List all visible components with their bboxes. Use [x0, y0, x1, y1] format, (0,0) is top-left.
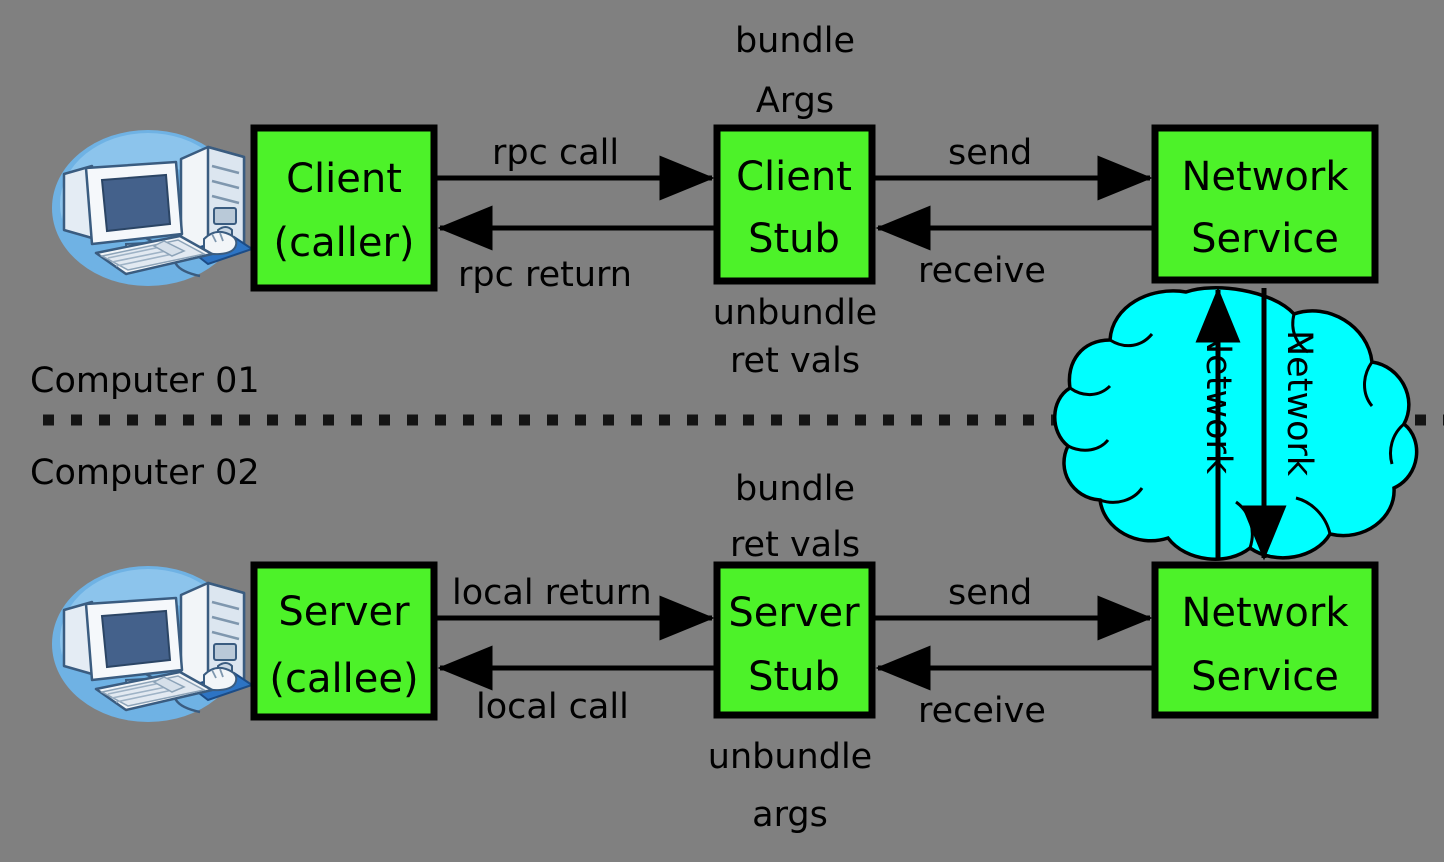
edge-label-rpc-return: rpc return	[458, 255, 632, 295]
node-client-line2: (caller)	[274, 220, 415, 266]
annotation-bundle-retvals-line2: ret vals	[730, 525, 860, 565]
node-server-line2: (callee)	[269, 656, 418, 702]
node-network-service-bottom-line1: Network	[1181, 590, 1349, 636]
annotation-unbundle-retvals-line2: ret vals	[730, 341, 860, 381]
cloud-label-upstream: Network	[1198, 328, 1238, 475]
annotation-unbundle-retvals-line1: unbundle	[713, 293, 877, 333]
node-network-service-top-line2: Service	[1191, 216, 1339, 262]
annotation-bundle-args-line1: bundle	[735, 21, 855, 61]
edge-label-send-top: send	[948, 133, 1032, 173]
cloud-label-downstream: Network	[1279, 330, 1319, 477]
node-network-service-top-line1: Network	[1181, 154, 1349, 200]
node-server-line1: Server	[278, 589, 410, 635]
edge-label-rpc-call: rpc call	[492, 133, 619, 173]
edge-label-receive-top: receive	[918, 251, 1046, 291]
node-client-line1: Client	[286, 156, 402, 202]
annotation-unbundle-args-line1: unbundle	[708, 737, 872, 777]
edge-label-receive-bottom: receive	[918, 691, 1046, 731]
annotation-bundle-args-line2: Args	[756, 81, 834, 121]
zone-label-computer-01: Computer 01	[30, 361, 260, 401]
node-network-service-bottom-line2: Service	[1191, 654, 1339, 700]
node-network-service-bottom[interactable]: Network Service	[1151, 561, 1379, 719]
zone-label-computer-02: Computer 02	[30, 453, 260, 493]
node-network-service-top[interactable]: Network Service	[1151, 124, 1379, 284]
edge-label-local-call: local call	[476, 687, 629, 727]
node-client[interactable]: Client (caller)	[250, 124, 438, 292]
node-server[interactable]: Server (callee)	[250, 561, 438, 721]
node-client-stub-line2: Stub	[748, 216, 840, 262]
annotation-unbundle-args-line2: args	[752, 795, 828, 835]
node-server-stub-line1: Server	[728, 590, 860, 636]
network-cloud	[1053, 286, 1419, 561]
node-server-stub-line2: Stub	[748, 654, 840, 700]
node-client-stub[interactable]: Client Stub	[713, 124, 876, 285]
edge-label-send-bottom: send	[948, 573, 1032, 613]
node-server-stub[interactable]: Server Stub	[713, 561, 876, 719]
annotation-bundle-retvals-line1: bundle	[735, 469, 855, 509]
node-client-stub-line1: Client	[736, 154, 852, 200]
edge-label-local-return: local return	[452, 573, 652, 613]
